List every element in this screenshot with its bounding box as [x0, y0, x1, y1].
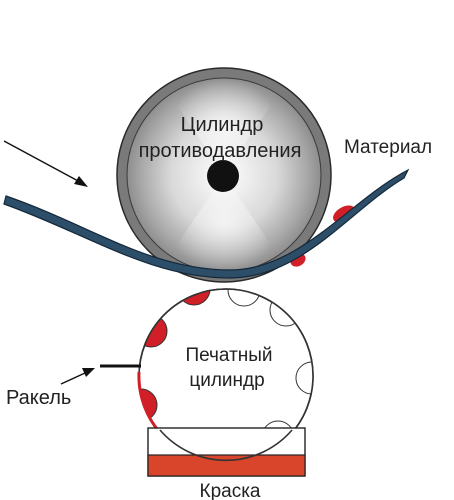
ink-cell-empty	[269, 293, 303, 327]
ink-bath	[147, 454, 306, 477]
material-web	[3, 168, 410, 279]
printing-cylinder-label-line1: Печатный	[185, 345, 272, 366]
ink-label: Краска	[200, 481, 261, 500]
impression-cylinder	[116, 67, 332, 283]
printing-cylinder-label-line2: цилиндр	[189, 370, 264, 391]
feed-arrow	[3, 140, 88, 187]
hub	[207, 160, 239, 192]
ink-tray	[147, 427, 306, 477]
impression-cylinder-highlight	[170, 78, 278, 175]
impression-cylinder-highlight-2	[170, 175, 278, 272]
material-label: Материал	[344, 137, 432, 158]
doctor-blade-label: Ракель	[6, 387, 71, 409]
blade-arrow	[60, 368, 95, 385]
arrow-head-icon	[82, 368, 95, 377]
impression-cylinder-label-line2: противодавления	[139, 140, 302, 162]
impression-cylinder-label-line1: Цилиндр	[181, 114, 264, 136]
printing-cylinder-bottom-arc	[159, 429, 293, 462]
arrow-head-icon	[74, 176, 88, 187]
